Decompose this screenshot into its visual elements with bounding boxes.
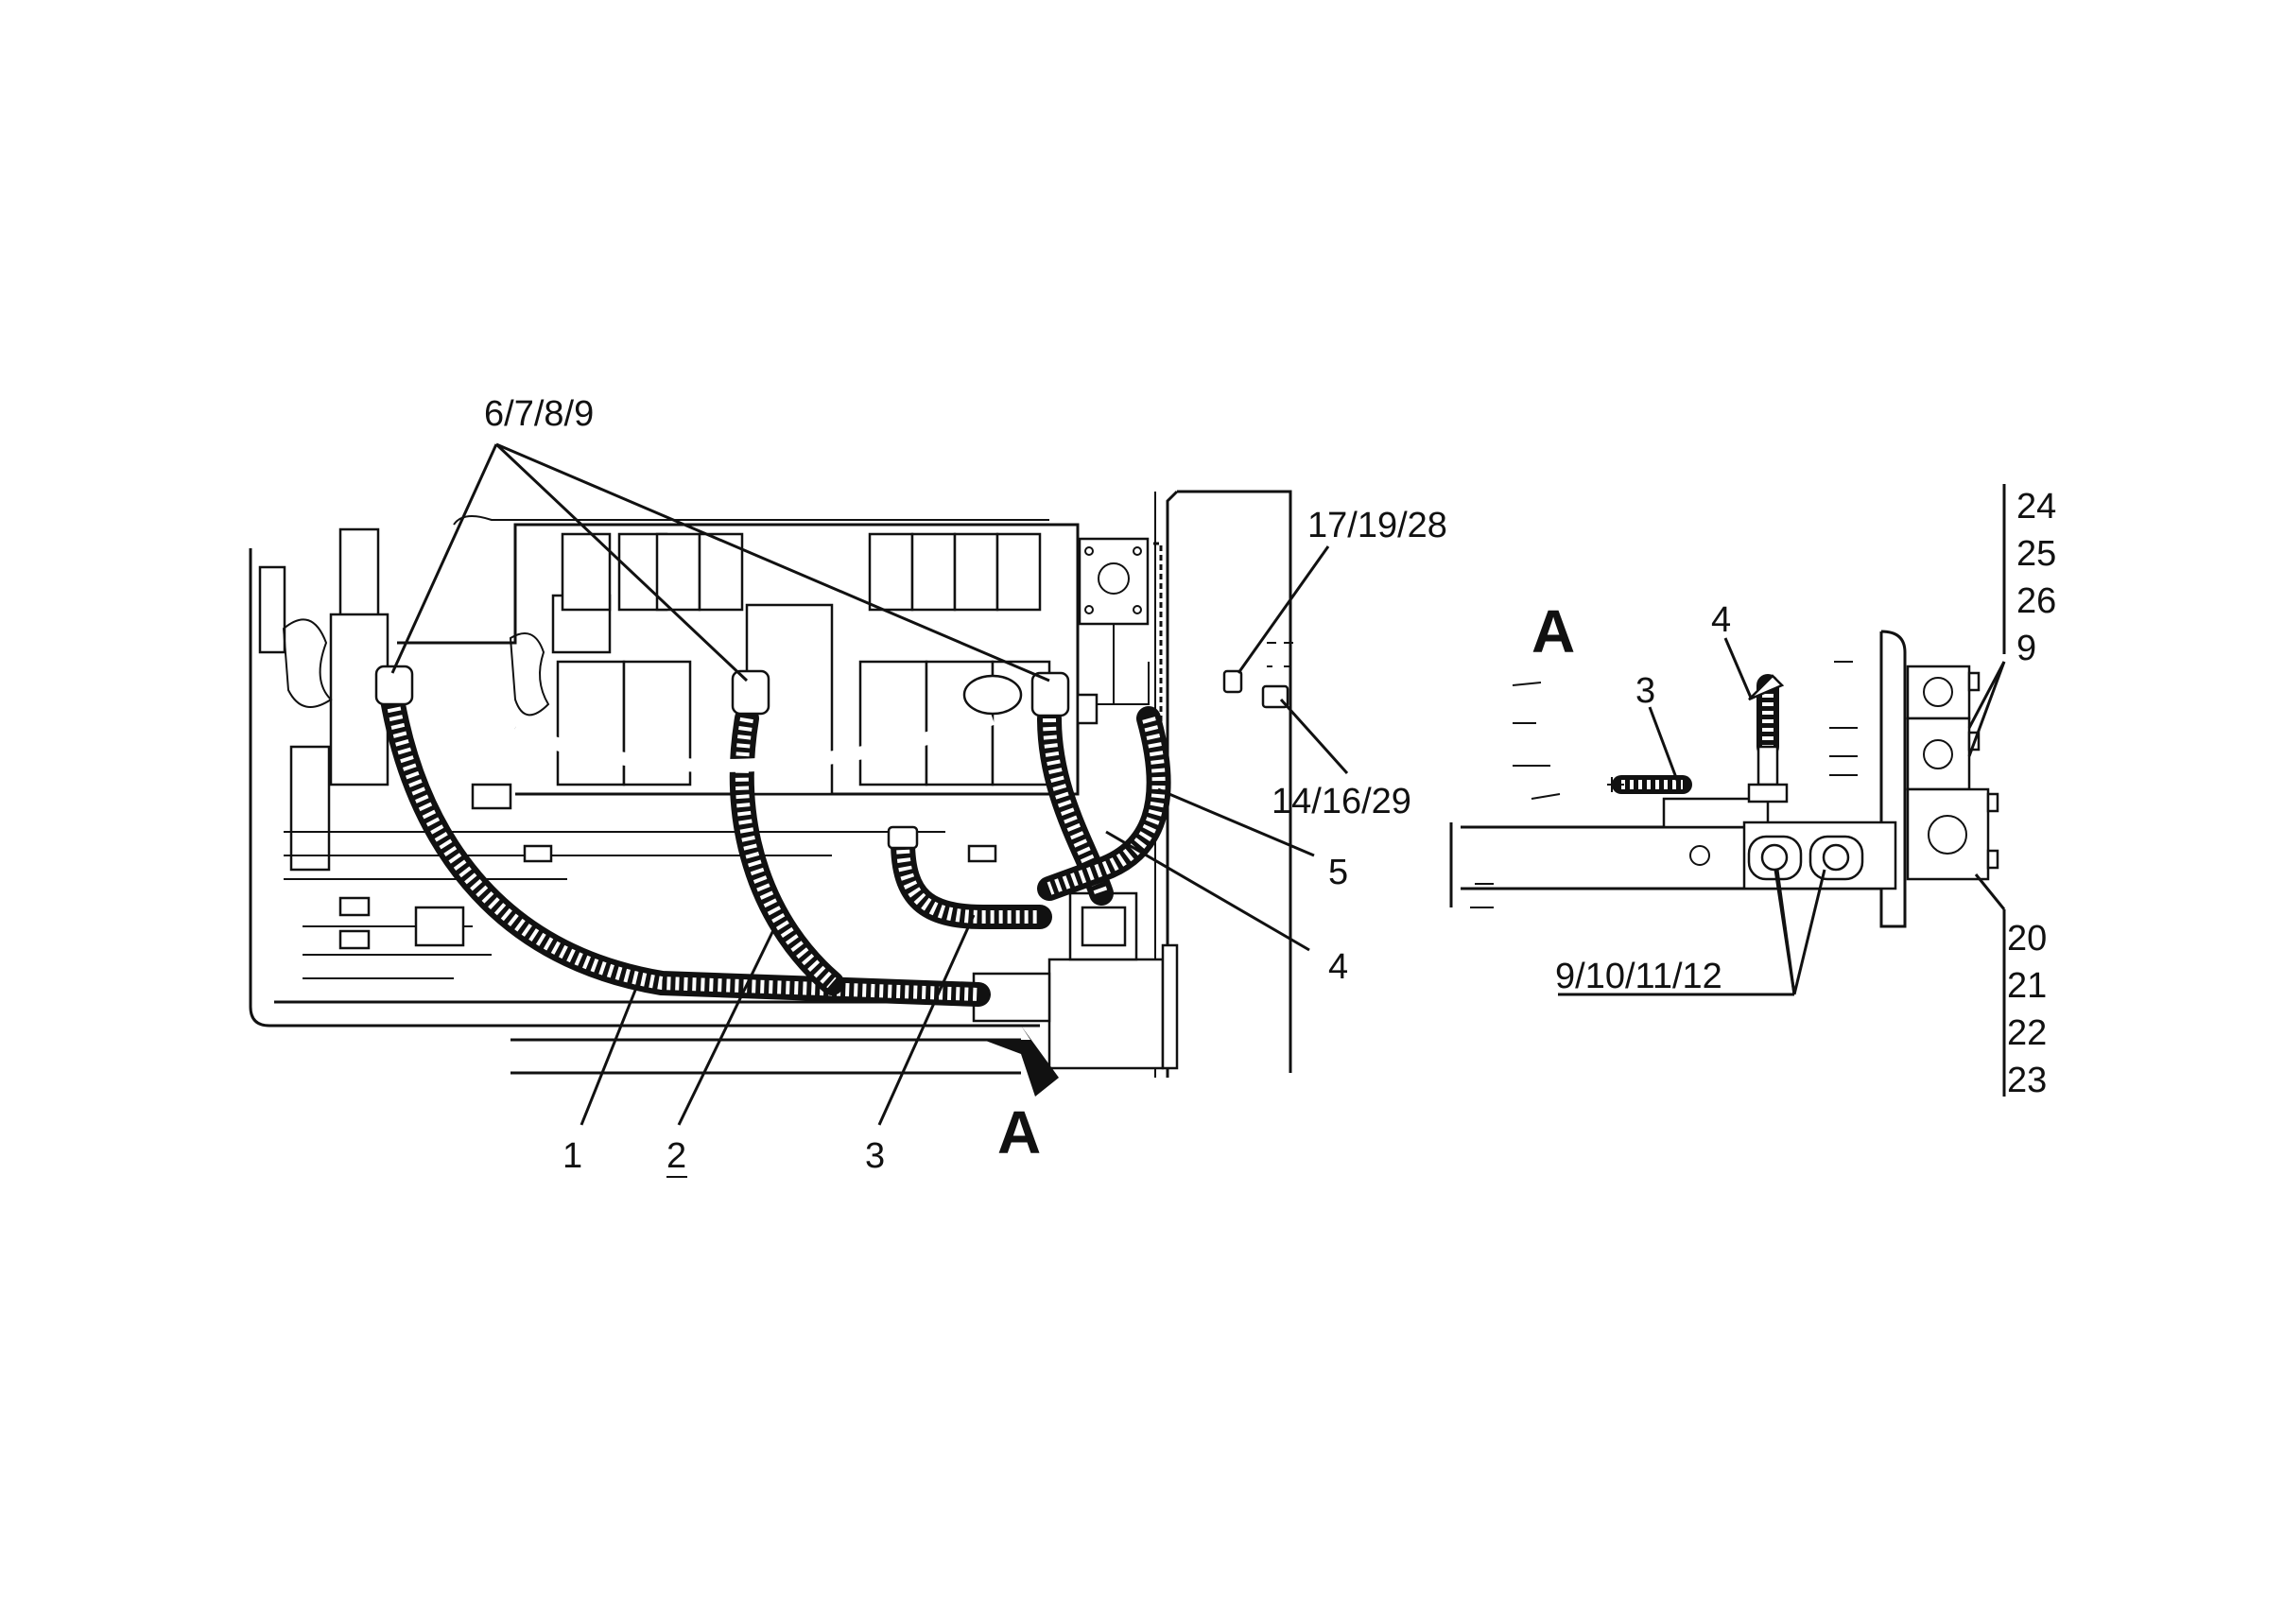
detail-callout-23: 23 xyxy=(2007,1061,2047,1100)
callout-1: 1 xyxy=(562,1136,582,1176)
detail-callout-9-10-11-12: 9/10/11/12 xyxy=(1555,957,1722,996)
detail-view-title: A xyxy=(1531,597,1575,665)
callout-3: 3 xyxy=(865,1136,885,1176)
detail-callout-26: 26 xyxy=(2016,581,2056,621)
leader-lines xyxy=(390,442,1349,1126)
flanges xyxy=(1747,835,1864,881)
callout-4: 4 xyxy=(1328,947,1348,987)
callout-17-19-28: 17/19/28 xyxy=(1307,506,1447,545)
callout-6-7-8-9: 6/7/8/9 xyxy=(484,394,594,434)
detail-callout-24: 24 xyxy=(2016,487,2056,527)
detail-leader-lines xyxy=(1558,637,2006,996)
detail-callout-9: 9 xyxy=(2016,629,2036,668)
callout-2: 2 xyxy=(666,1136,686,1176)
detail-callout-25: 25 xyxy=(2016,534,2056,574)
main-view: 6/7/8/9 17/19/28 14/16/29 5 4 1 2 3 A xyxy=(249,394,1447,1178)
detail-callout-20: 20 xyxy=(2007,919,2047,959)
hose-fittings xyxy=(374,665,1070,850)
view-arrow xyxy=(983,1026,1059,1097)
detail-callout-22: 22 xyxy=(2007,1013,2047,1053)
view-arrow-label: A xyxy=(997,1098,1041,1166)
valve-block xyxy=(1906,665,1999,881)
detail-view-a: A xyxy=(1449,484,2056,1100)
callout-5: 5 xyxy=(1328,853,1348,892)
detail-callout-21: 21 xyxy=(2007,966,2047,1006)
callout-14-16-29: 14/16/29 xyxy=(1272,782,1411,821)
detail-callout-4: 4 xyxy=(1711,600,1731,640)
detail-callout-3: 3 xyxy=(1635,671,1655,711)
